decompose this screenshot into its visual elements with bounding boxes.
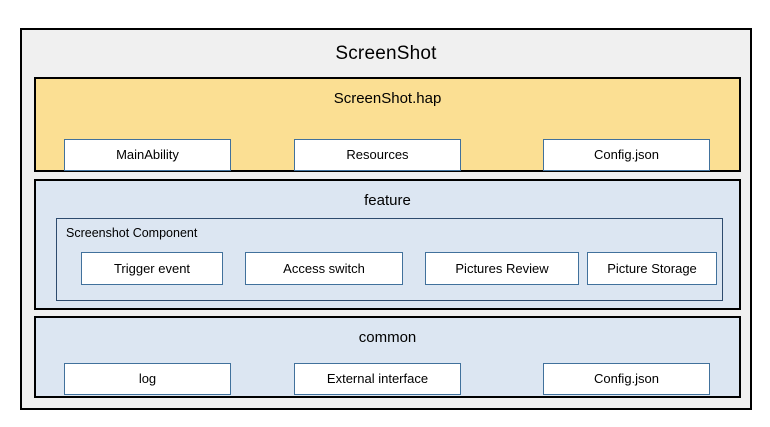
- subframe-screenshot-component: Screenshot Component Trigger event Acces…: [56, 218, 723, 301]
- page-title: ScreenShot: [335, 43, 437, 64]
- subframe-title-screenshot-component: Screenshot Component: [66, 226, 198, 240]
- box-trigger-event[interactable]: Trigger event: [81, 252, 223, 285]
- panel-screenshot-hap: ScreenShot.hap MainAbility Resources Con…: [34, 77, 741, 172]
- panel-feature: feature Screenshot Component Trigger eve…: [34, 179, 741, 310]
- panel-title-common: common: [358, 329, 417, 346]
- box-pictures-review[interactable]: Pictures Review: [425, 252, 579, 285]
- panel-title-hap: ScreenShot.hap: [333, 90, 442, 107]
- box-log[interactable]: log: [64, 363, 231, 395]
- box-resources[interactable]: Resources: [294, 139, 461, 171]
- panel-common: common log External interface Config.jso…: [34, 316, 741, 398]
- box-mainability[interactable]: MainAbility: [64, 139, 231, 171]
- panel-title-feature: feature: [364, 192, 411, 209]
- box-config-json-hap[interactable]: Config.json: [543, 139, 710, 171]
- box-external-interface[interactable]: External interface: [294, 363, 461, 395]
- box-config-json-common[interactable]: Config.json: [543, 363, 710, 395]
- box-picture-storage[interactable]: Picture Storage: [587, 252, 717, 285]
- box-access-switch[interactable]: Access switch: [245, 252, 403, 285]
- architecture-diagram-root: ScreenShot ScreenShot.hap MainAbility Re…: [20, 28, 752, 410]
